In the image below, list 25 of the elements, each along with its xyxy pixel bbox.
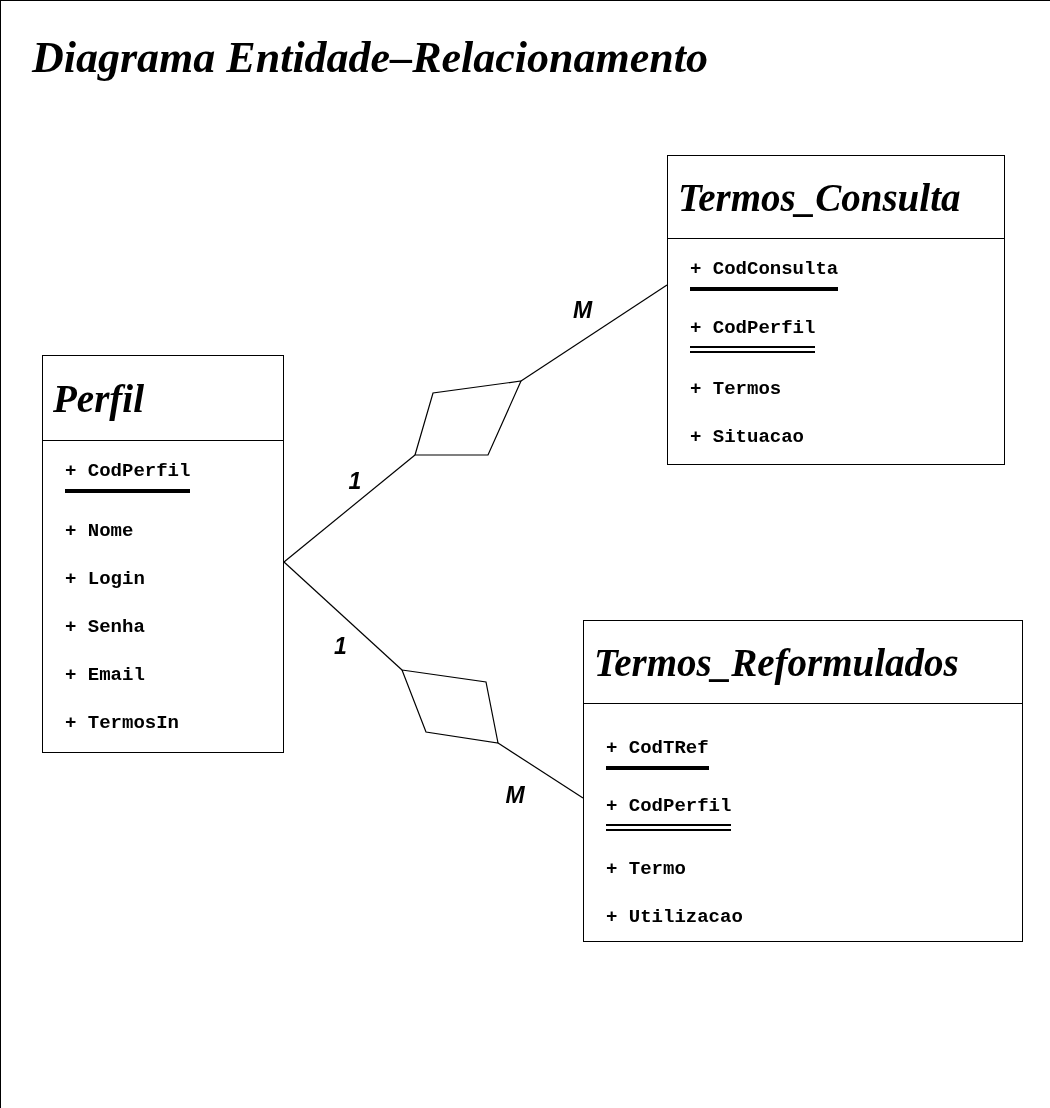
entity-name: Termos_Reformulados: [594, 639, 959, 685]
attribute-name: + Termos: [690, 377, 782, 401]
connector-line: [283, 561, 403, 671]
attribute-name: + Senha: [65, 615, 145, 639]
entity-name: Termos_Consulta: [678, 174, 961, 220]
attribute-name: + Email: [65, 663, 145, 687]
attribute-name: + CodTRef: [606, 736, 709, 770]
attribute-name: + Utilizacao: [606, 905, 743, 929]
attribute-name: + Termo: [606, 857, 686, 881]
connector-line: [283, 454, 416, 563]
connector-line: [497, 742, 584, 799]
attribute-name: + Login: [65, 567, 145, 591]
attribute-name: + CodConsulta: [690, 257, 839, 291]
attribute-name: + CodPerfil: [606, 794, 732, 831]
attribute-name: + CodPerfil: [690, 316, 816, 353]
attribute-name: + Nome: [65, 519, 134, 543]
entity-box: [583, 620, 1023, 942]
entity-name: Perfil: [53, 375, 144, 421]
attribute-name: + Situacao: [690, 425, 805, 449]
entity-box: [667, 155, 1005, 465]
entity-box: [42, 355, 284, 753]
attribute-name: + TermosIn: [65, 711, 180, 735]
attribute-name: + CodPerfil: [65, 459, 191, 493]
diagram-title: Diagrama Entidade–Relacionamento: [32, 32, 708, 83]
connector-line: [520, 284, 668, 382]
